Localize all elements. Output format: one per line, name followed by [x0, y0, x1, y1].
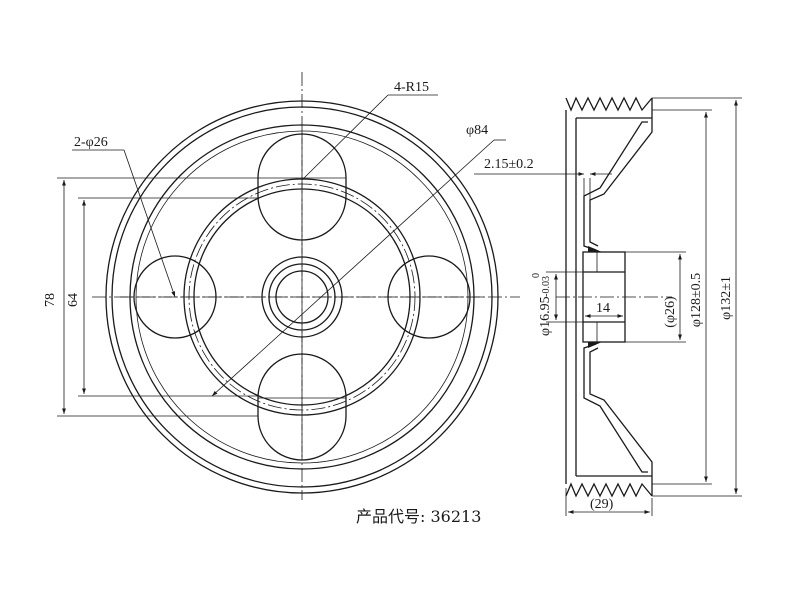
bottom-slot — [257, 353, 347, 461]
pitch-leader — [211, 139, 495, 397]
dim-64-label: 64 — [66, 293, 81, 307]
bottom-groove-profile — [565, 482, 653, 498]
weld-top — [588, 246, 602, 252]
web-profile-bottom-inner — [589, 347, 653, 472]
top-slot — [257, 133, 347, 241]
width-label: (29) — [590, 497, 614, 512]
side-view: 2.15±0.2 φ16.95 0 -0.03 14 (φ26) φ128±0.… — [474, 96, 742, 516]
radius-leader — [301, 94, 389, 181]
hole-leader — [123, 149, 176, 298]
web-profile-top — [583, 121, 648, 251]
thickness-label: 2.15±0.2 — [484, 157, 534, 172]
outer-diameter-label: φ132±1 — [719, 276, 734, 320]
web-profile-bottom — [583, 343, 648, 473]
bore-tol-lower: -0.03 — [541, 276, 552, 297]
product-code: 产品代号: 36213 — [356, 507, 481, 526]
rim-circle-2 — [111, 106, 493, 488]
hub-diameter-label: (φ26) — [663, 296, 678, 328]
web-profile-top-inner — [589, 122, 653, 247]
groove-diameter-label: φ128±0.5 — [689, 273, 704, 327]
weld-bottom — [588, 342, 602, 348]
bore-label: φ16.95 — [538, 296, 553, 336]
outer-rim-circle — [105, 100, 499, 494]
hole-note: 2-φ26 — [74, 135, 108, 150]
bore-tol-upper: 0 — [531, 273, 542, 278]
hub-length-label: 14 — [596, 301, 610, 316]
front-view: 78 64 4-R15 2-φ26 φ84 — [43, 72, 520, 500]
pitch-diameter-label: φ84 — [466, 123, 488, 138]
top-groove-profile — [565, 96, 653, 112]
dim-78-label: 78 — [43, 293, 58, 307]
radius-note: 4-R15 — [394, 80, 429, 95]
